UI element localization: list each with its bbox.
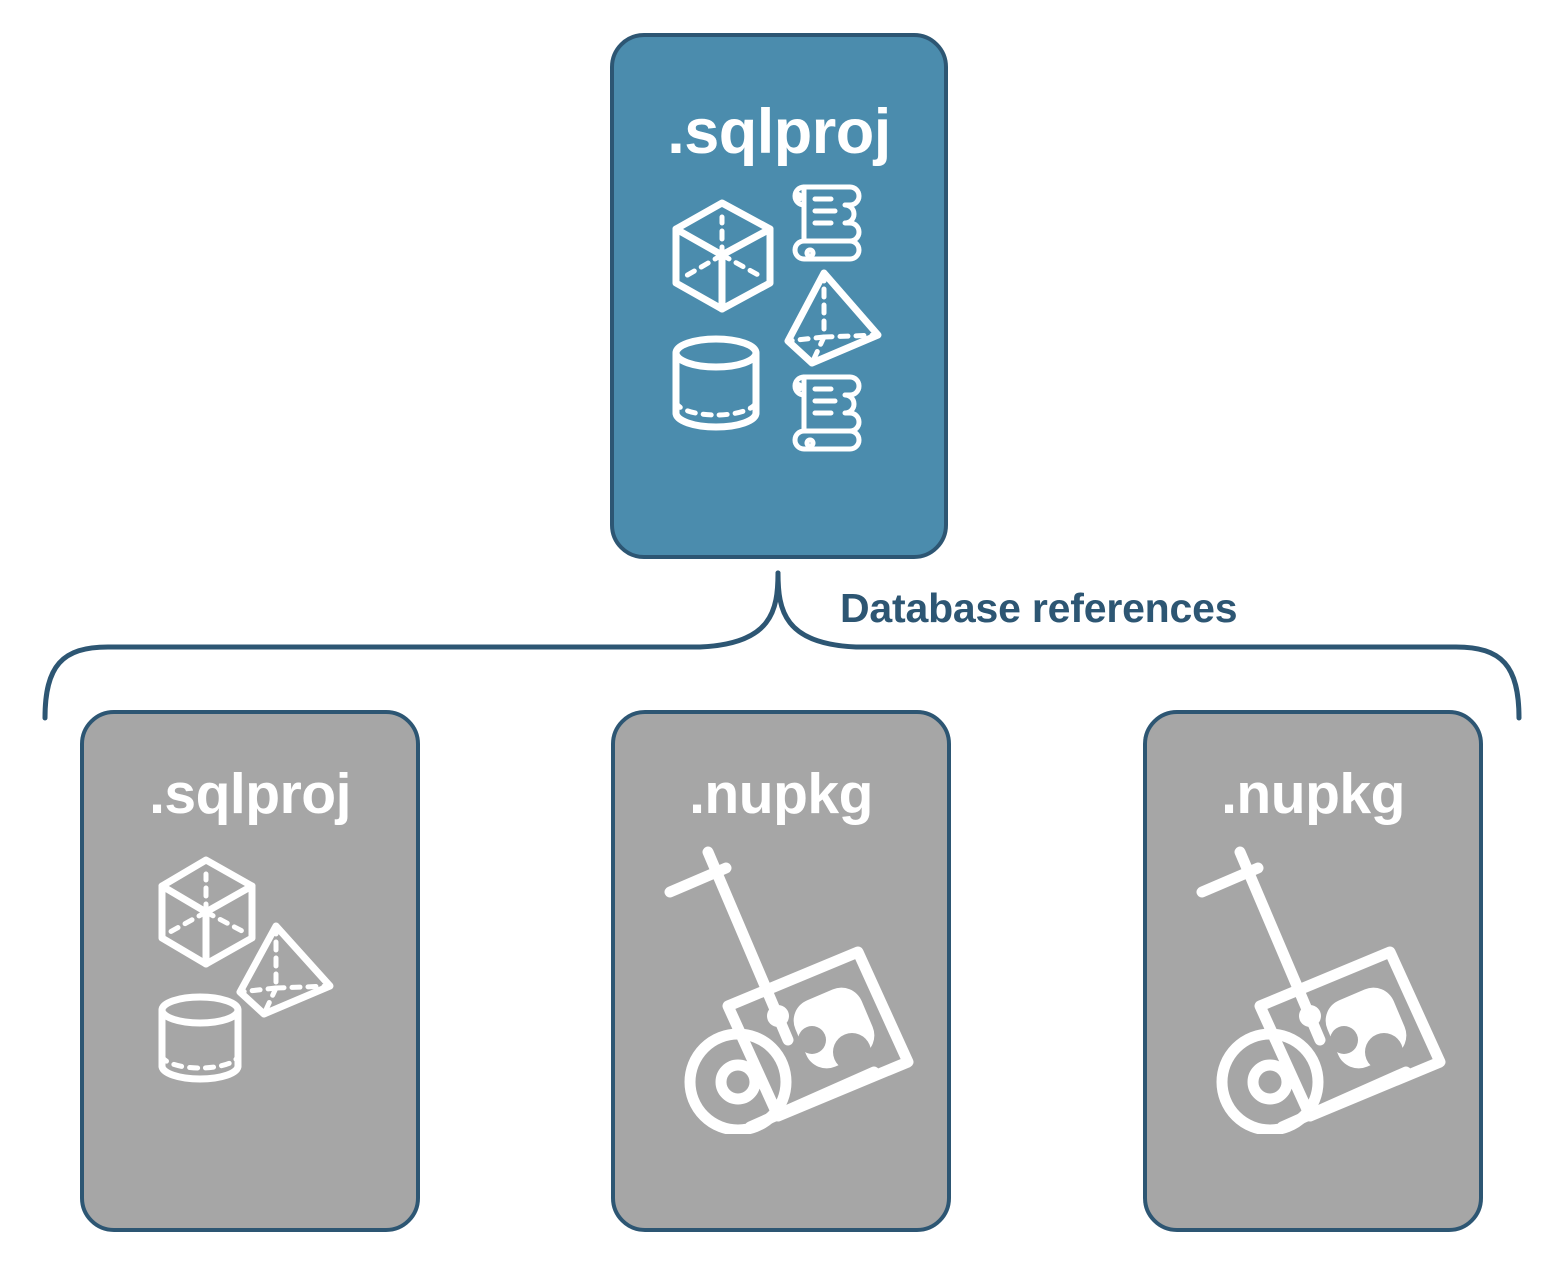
nuget-logo-holes bbox=[1330, 1026, 1403, 1071]
pyramid-icon bbox=[784, 269, 882, 367]
child-node-2-artwork bbox=[615, 844, 947, 1204]
cylinder-icon bbox=[158, 993, 242, 1083]
hand-truck-package-icon bbox=[1196, 846, 1446, 1134]
child-node-2-label: .nupkg bbox=[689, 762, 873, 826]
cube-icon bbox=[672, 199, 774, 313]
cylinder-icon bbox=[672, 335, 760, 431]
child-node-3-artwork bbox=[1147, 844, 1479, 1204]
child-node-sqlproj[interactable]: .sqlproj bbox=[80, 710, 420, 1232]
child-node-3-label: .nupkg bbox=[1221, 762, 1405, 826]
scroll-icon bbox=[792, 184, 862, 262]
nuget-logo-holes bbox=[798, 1026, 871, 1071]
root-node-sqlproj[interactable]: .sqlproj bbox=[610, 33, 948, 559]
child-node-1-artwork bbox=[84, 844, 416, 1204]
root-node-label: .sqlproj bbox=[667, 97, 891, 167]
cube-icon bbox=[158, 856, 256, 968]
pyramid-icon bbox=[236, 922, 334, 1018]
child-node-nupkg-1[interactable]: .nupkg bbox=[611, 710, 951, 1232]
edge-label-database-references: Database references bbox=[840, 585, 1238, 631]
child-1-icon-group bbox=[158, 856, 334, 1083]
hand-truck-package-icon bbox=[664, 846, 914, 1134]
root-icon-group bbox=[672, 184, 882, 452]
scroll-icon bbox=[792, 374, 862, 452]
root-node-artwork bbox=[614, 177, 944, 467]
child-node-1-label: .sqlproj bbox=[149, 762, 351, 826]
child-node-nupkg-2[interactable]: .nupkg bbox=[1143, 710, 1483, 1232]
